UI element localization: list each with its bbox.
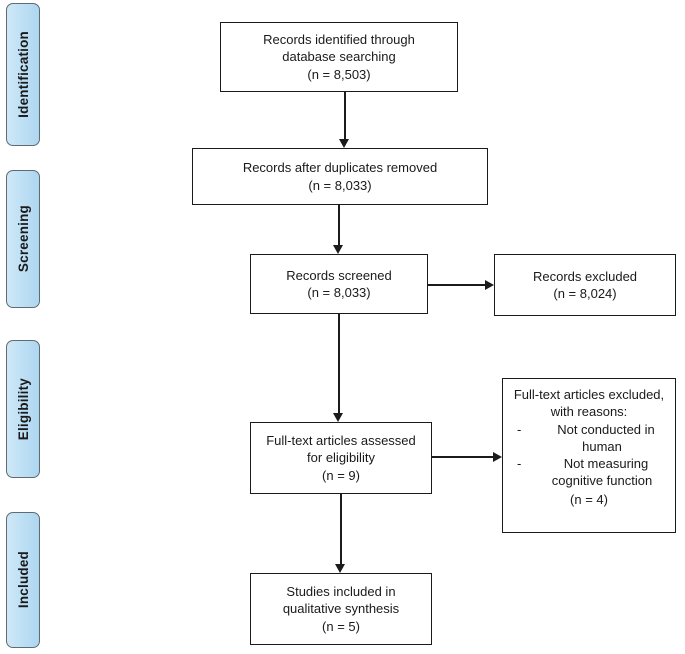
arrowhead-down-icon-3	[333, 413, 343, 422]
reason-item-1-line1: Not conducted in	[557, 421, 655, 437]
box-fulltext-excluded-count: (n = 4)	[570, 491, 608, 507]
box-records-screened-line1: Records screened	[286, 267, 392, 283]
box-records-identified-line2: database searching	[282, 49, 396, 65]
box-fulltext-assessed: Full-text articles assessed for eligibil…	[250, 422, 432, 494]
arrowhead-down-icon-2	[333, 245, 343, 254]
reason-item-2-line1: Not measuring	[563, 456, 649, 472]
reason-item-1-line2: human	[582, 438, 622, 454]
box-duplicates-removed-line1: Records after duplicates removed	[242, 160, 438, 176]
reasons-heading-line2: with reasons:	[550, 404, 628, 420]
arrowhead-down-icon-1	[339, 139, 349, 148]
reason-dash-icon-1: -	[517, 421, 522, 437]
box-records-identified-count: (n = 8,503)	[307, 66, 371, 82]
box-records-excluded: Records excluded (n = 8,024)	[494, 254, 676, 316]
arrowhead-down-icon-4	[335, 564, 345, 573]
box-fulltext-assessed-line1: Full-text articles assessed	[266, 433, 416, 449]
stage-bar-screening: Screening	[6, 170, 40, 308]
reasons-heading-line1: Full-text articles excluded,	[513, 387, 665, 402]
box-records-excluded-line1: Records excluded	[532, 268, 638, 284]
box-fulltext-assessed-line2: for eligibility	[307, 450, 375, 466]
connector-fulltext-to-excluded-reasons	[432, 456, 493, 458]
stage-label-identification: Identification	[15, 31, 31, 118]
box-studies-included-line1: Studies included in	[286, 584, 396, 600]
box-records-screened-count: (n = 8,033)	[307, 285, 371, 300]
stage-label-screening: Screening	[15, 205, 31, 273]
reason-item-1: - Not conducted in	[509, 421, 669, 438]
stage-bar-included: Included	[6, 512, 40, 648]
reason-dash-icon-2: -	[517, 456, 522, 472]
arrowhead-right-icon-2	[493, 451, 502, 462]
box-studies-included-line2: qualitative synthesis	[282, 601, 400, 617]
box-fulltext-assessed-count: (n = 9)	[322, 467, 360, 483]
box-duplicates-removed-count: (n = 8,033)	[308, 177, 372, 193]
box-duplicates-removed: Records after duplicates removed (n = 8,…	[192, 148, 488, 205]
box-records-excluded-count: (n = 8,024)	[553, 286, 617, 301]
stage-label-eligibility: Eligibility	[15, 377, 31, 441]
box-studies-included-count: (n = 5)	[322, 618, 360, 634]
connector-screened-to-fulltext	[338, 314, 340, 413]
stage-bar-identification: Identification	[6, 3, 40, 146]
box-studies-included: Studies included in qualitative synthesi…	[250, 573, 432, 645]
connector-duplicates-to-screened	[338, 205, 340, 245]
stage-bar-eligibility: Eligibility	[6, 340, 40, 478]
box-fulltext-excluded-reasons: Full-text articles excluded, with reason…	[502, 378, 676, 533]
reason-item-2-line2: cognitive function	[551, 473, 653, 489]
box-records-screened: Records screened (n = 8,033)	[250, 254, 428, 314]
connector-screened-to-excluded	[428, 284, 485, 286]
arrowhead-right-icon-1	[485, 279, 494, 290]
box-records-identified-line1: Records identified through	[263, 32, 415, 48]
stage-label-included: Included	[15, 551, 31, 609]
connector-fulltext-to-included	[340, 494, 342, 564]
box-records-identified: Records identified through database sear…	[220, 22, 458, 92]
connector-identified-to-duplicates	[344, 92, 346, 139]
reason-item-2: - Not measuring	[509, 455, 669, 472]
